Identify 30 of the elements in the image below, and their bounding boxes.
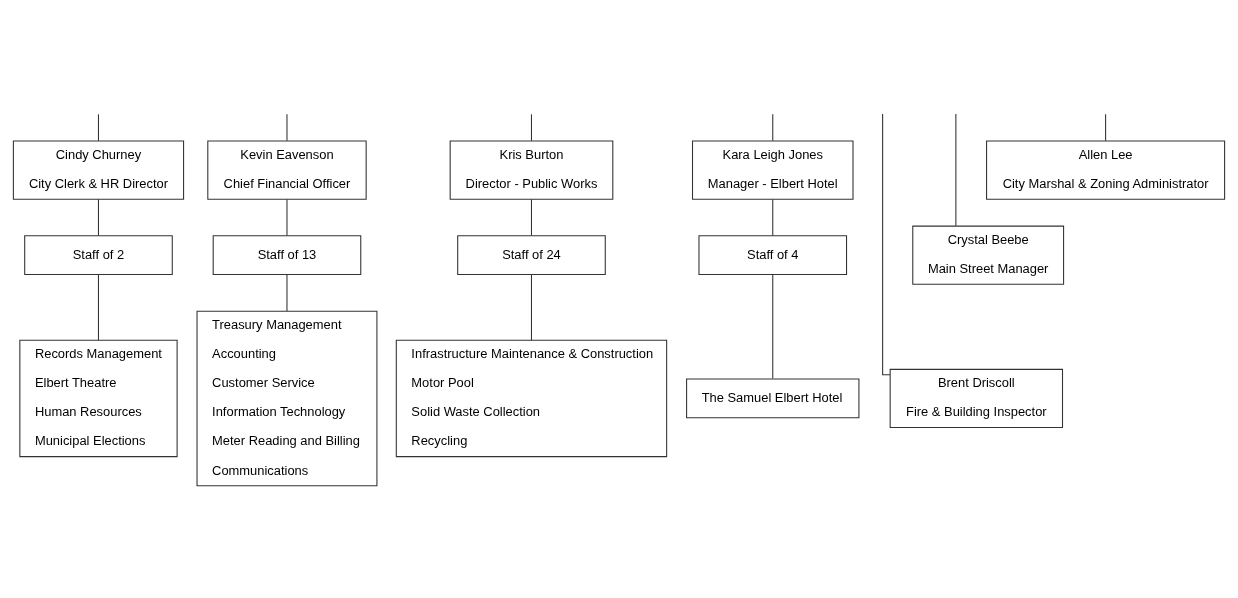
node-box: Brent Driscoll Fire & Building Inspector [889,368,1064,428]
connector [530,113,532,141]
node-box: Cindy Churney City Clerk & HR Director [12,139,185,200]
connector [772,273,774,379]
node-box: The Samuel Elbert Hotel [686,378,860,418]
connector [772,198,774,236]
node-box: Treasury Management Accounting Customer Service Information Technology Meter Reading and Billing Communications [196,310,378,486]
node-box: Staff of 24 [457,234,606,275]
connector [97,273,100,341]
connector [882,113,891,375]
node-box: Infrastructure Maintenance & Construction Motor Pool Solid Waste Collection Recycling [395,339,668,457]
connector [772,113,774,141]
connector [530,198,532,236]
connector [286,113,288,141]
connector [97,113,100,141]
connector [286,273,288,312]
node-box: Kris Burton Director - Public Works [449,139,614,200]
connector [530,273,532,341]
node-box: Crystal Beebe Main Street Manager [912,225,1065,285]
connector [286,198,288,236]
node-box: Kevin Eavenson Chief Financial Officer [207,139,367,200]
connector [955,113,957,226]
node-box: Staff of 4 [698,234,848,275]
node-box: Staff of 13 [212,234,362,275]
connector [1105,113,1107,141]
node-box: Records Management Elbert Theatre Human Resources Municipal Elections [19,339,178,457]
node-box: Allen Lee City Marshal & Zoning Administrator [986,139,1226,200]
connector [97,198,100,236]
node-box: Kara Leigh Jones Manager - Elbert Hotel [691,139,854,200]
node-box: Staff of 2 [24,234,173,275]
